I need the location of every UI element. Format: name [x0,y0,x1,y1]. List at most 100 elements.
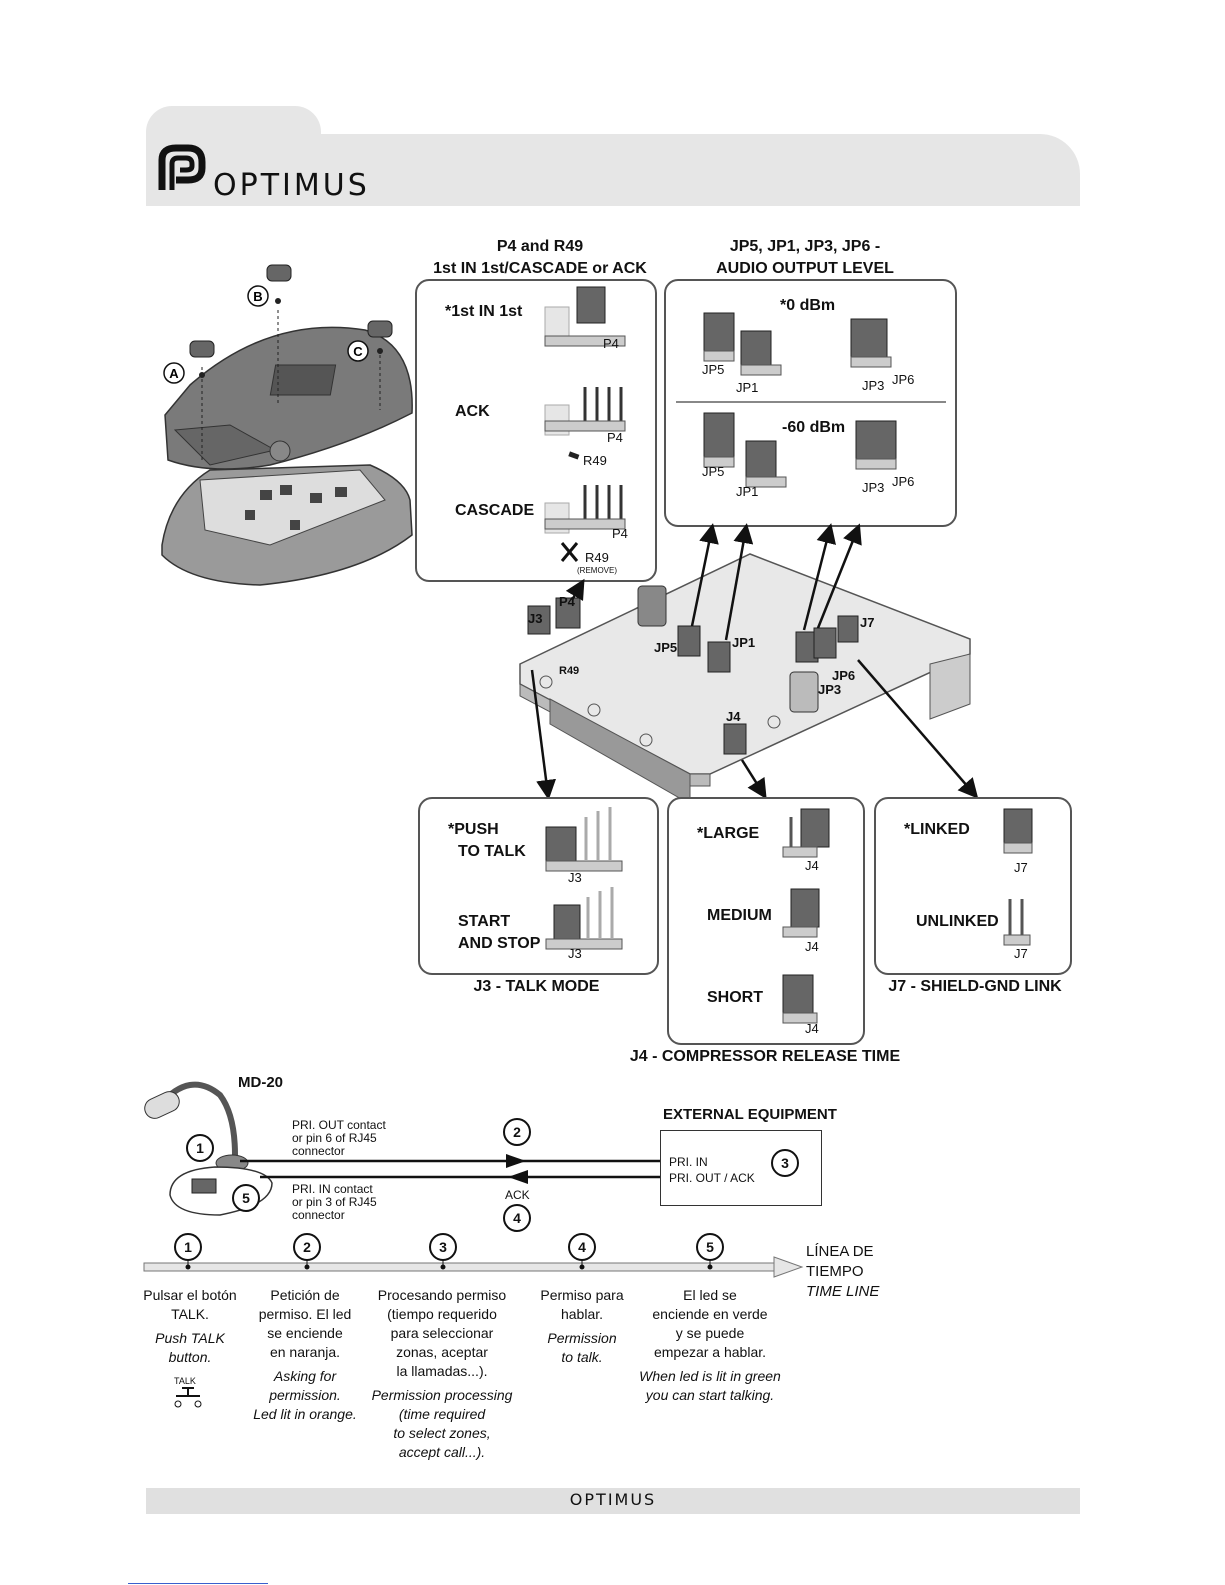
timeline-step-2: 2 [293,1233,321,1261]
board-jp5: JP5 [654,640,678,655]
talk-opt1-line2: TO TALK [458,843,526,860]
callout-a: A [169,366,179,381]
remove-label: (REMOVE) [577,566,617,575]
jp3-label-2: JP3 [862,480,885,495]
talk-opt2-line1: START [458,913,511,930]
board-r49: R49 [559,665,580,677]
audio-level-panel: *0 dBm -60 dBm JP5 JP1 JP3 JP6 JP5 JP1 J… [664,279,957,527]
timeline-step-4: 4 [568,1233,596,1261]
tl5-es-3: y se puede [675,1325,745,1341]
tl1-es-2: TALK. [171,1306,209,1322]
mic-model-label: MD-20 [238,1074,284,1091]
board-jp3: JP3 [818,682,842,697]
tl3-en-4: accept call...). [398,1444,486,1460]
shield-caption: J7 - SHIELD-GND LINK [888,978,1062,995]
j4-label-3: J4 [805,1021,819,1036]
tl2-es-2: permiso. El led [258,1306,352,1322]
j7-label-1: J7 [1014,860,1028,875]
r49-label-2: R49 [585,550,609,565]
release-opt-large: *LARGE [697,825,760,842]
p4-opt-1st-in-1st: *1st IN 1st [445,303,523,320]
tl5-es-2: enciende en verde [652,1306,768,1322]
tl4-es-1: Permiso para [540,1287,624,1303]
pcb-board-illustration [519,553,971,805]
step-5-marker: 5 [232,1184,260,1212]
header-band [146,134,1080,206]
tl1-en-1: Push TALK [155,1330,225,1346]
j3-label-2: J3 [568,946,582,961]
step-3-marker: 3 [771,1149,799,1177]
board-j3: J3 [528,611,543,626]
release-opt-short: SHORT [707,989,763,1006]
optimus-logo-icon [158,144,206,190]
ext-pri-out: PRI. OUT / ACK [669,1171,755,1185]
tl3-en-3: to select zones, [393,1425,491,1441]
shield-opt-unlinked: UNLINKED [916,913,999,930]
j7-label-2: J7 [1014,946,1028,961]
release-caption: J4 - COMPRESSOR RELEASE TIME [629,1048,901,1065]
timeline-label-line1: LÍNEA DE [806,1243,874,1260]
p4-title-line2: 1st IN 1st/CASCADE or ACK [433,260,647,277]
talk-opt2-line2: AND STOP [458,935,541,952]
jp3-label-1: JP3 [862,378,885,393]
jp5-label-2: JP5 [702,464,725,479]
tl1-es-1: Pulsar el botón [143,1287,237,1303]
footer-brand: OPTIMUS [569,1490,657,1509]
tl2-es-4: en naranja. [269,1344,341,1360]
tl2-en-3: Led lit in orange. [253,1406,357,1422]
pri-in-line3: connector [292,1208,345,1222]
tl5-en-1: When led is lit in green [639,1368,781,1384]
pri-out-line2: or pin 6 of RJ45 [292,1131,377,1145]
jp6-label-1: JP6 [892,372,915,387]
jp6-label-2: JP6 [892,474,915,489]
shield-link-panel: *LINKED UNLINKED J7 J7 [874,797,1072,975]
j4-jumper-drawings [782,808,830,1024]
ack-label: ACK [505,1188,530,1202]
j3-jumper-drawings [545,807,623,950]
tl2-es-3: se enciende [267,1325,343,1341]
tl5-es-1: El led se [683,1287,737,1303]
step-1-marker: 1 [186,1134,214,1162]
timeline-step-1: 1 [174,1233,202,1261]
tl5-es-4: empezar a hablar. [653,1344,767,1360]
board-j7: J7 [860,615,875,630]
step-2-marker: 2 [503,1118,531,1146]
external-equipment-title: EXTERNAL EQUIPMENT [663,1106,837,1123]
tl4-es-2: hablar. [560,1306,604,1322]
tl2-en-2: permission. [269,1387,341,1403]
pri-out-line3: connector [292,1144,345,1158]
brand-name: OPTIMUS [213,168,370,203]
talk-mode-panel: *PUSH TO TALK START AND STOP J3 J3 [418,797,659,975]
timeline-label-line3: TIME LINE [806,1283,880,1300]
board-jp1: JP1 [732,635,756,650]
p4-opt-cascade: CASCADE [455,502,535,519]
footer-band: OPTIMUS [146,1488,1080,1514]
p4-opt-ack: ACK [455,403,490,420]
tl1-en-2: button. [168,1349,212,1365]
tl3-es-5: la llamadas...). [396,1363,488,1379]
pri-in-line1: PRI. IN contact [292,1182,373,1196]
tl2-en-1: Asking for [273,1368,337,1384]
board-j4: J4 [726,709,741,724]
jp1-label-1: JP1 [736,380,759,395]
step-4-marker: 4 [503,1204,531,1232]
tl3-es-3: para seleccionar [390,1325,494,1341]
level-minus60dbm: -60 dBm [782,419,846,436]
j4-label-2: J4 [805,939,819,954]
bottom-link-underline [128,1583,268,1584]
exploded-view-illustration: A B C [161,264,413,586]
audio-title-line2: AUDIO OUTPUT LEVEL [716,260,894,277]
r49-label-1: R49 [583,453,607,468]
callout-b: B [253,289,262,304]
audio-jumper-drawings [703,312,897,488]
pri-in-line2: or pin 3 of RJ45 [292,1195,377,1209]
pri-out-line1: PRI. OUT contact [292,1118,386,1132]
level-0dbm: *0 dBm [780,297,836,314]
timeline-label-line2: TIEMPO [806,1263,864,1280]
tl3-es-2: (tiempo requerido [387,1306,497,1322]
audio-title-line1: JP5, JP1, JP3, JP6 - [729,238,881,255]
p4-title-line1: P4 and R49 [496,238,584,255]
p4-jumper-drawings [544,286,626,562]
